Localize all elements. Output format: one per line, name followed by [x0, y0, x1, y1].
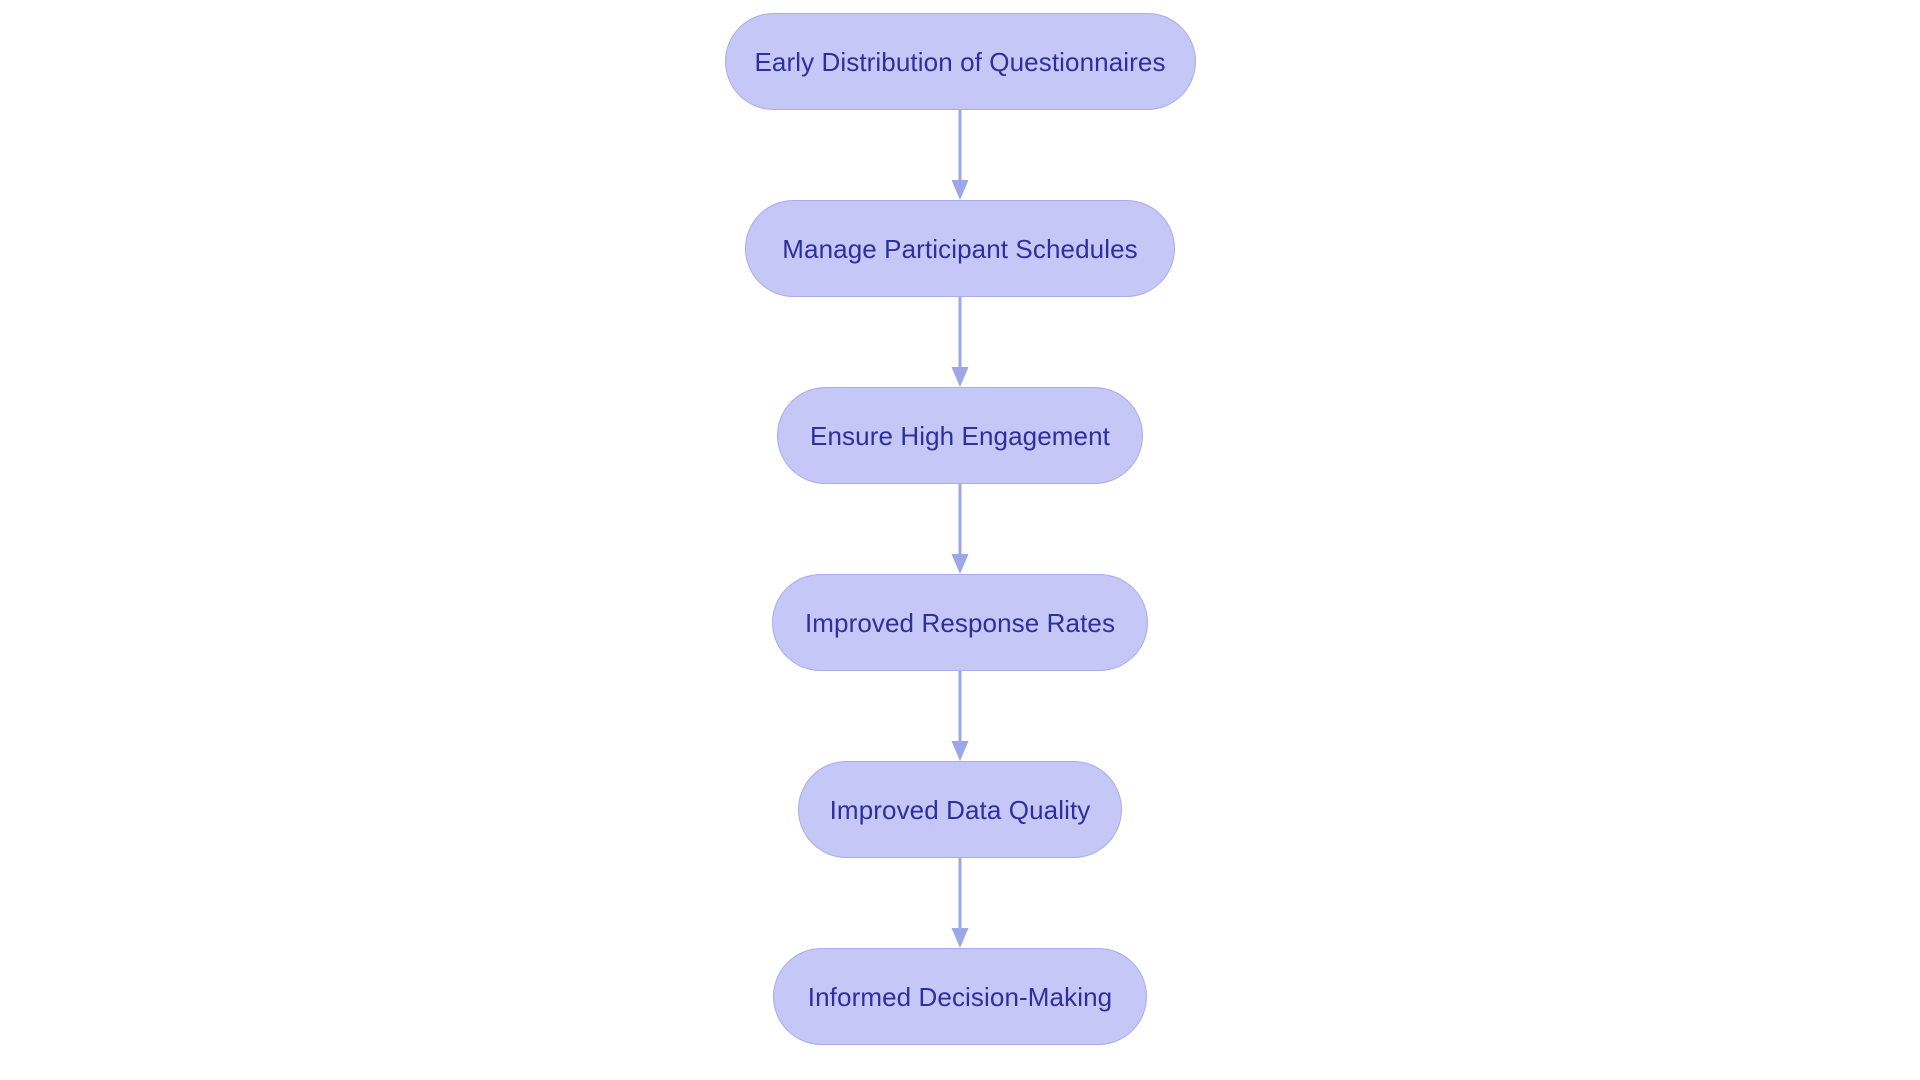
flow-edge-n5-to-n6 — [950, 858, 970, 948]
flow-node-improved-data-quality[interactable]: Improved Data Quality — [798, 761, 1122, 858]
flow-edge-n2-to-n3 — [950, 297, 970, 387]
flow-edge-n3-to-n4 — [950, 484, 970, 574]
flow-node-label: Informed Decision-Making — [807, 981, 1113, 1012]
flow-edge-n1-to-n2 — [950, 110, 970, 200]
flow-node-informed-decision-making[interactable]: Informed Decision-Making — [773, 948, 1147, 1045]
flow-node-ensure-high-engagement[interactable]: Ensure High Engagement — [777, 387, 1143, 484]
flow-node-label: Improved Data Quality — [829, 794, 1091, 825]
flow-node-label: Manage Participant Schedules — [782, 233, 1138, 264]
flow-node-manage-participant-schedules[interactable]: Manage Participant Schedules — [745, 200, 1175, 297]
flow-edge-n4-to-n5 — [950, 671, 970, 761]
flow-node-label: Early Distribution of Questionnaires — [754, 46, 1166, 77]
flow-node-label: Ensure High Engagement — [810, 420, 1110, 451]
flow-node-improved-response-rates[interactable]: Improved Response Rates — [772, 574, 1148, 671]
flow-node-label: Improved Response Rates — [804, 607, 1116, 638]
flow-node-early-distribution-of-questionnaires[interactable]: Early Distribution of Questionnaires — [724, 13, 1196, 110]
